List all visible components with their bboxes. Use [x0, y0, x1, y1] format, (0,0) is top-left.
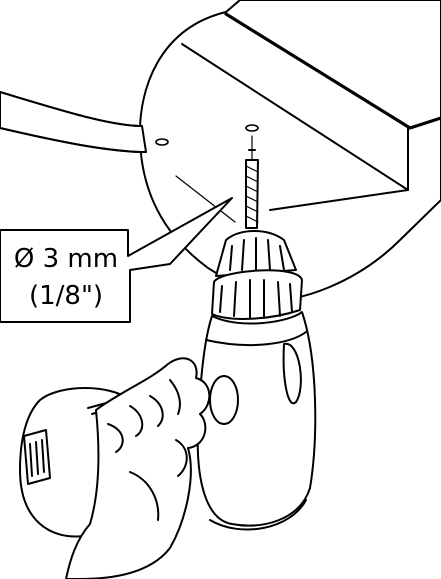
drill-bit-icon — [245, 135, 259, 229]
drill-hole-mark — [245, 124, 259, 132]
hand-icon — [65, 357, 211, 579]
magnifier-leader — [0, 91, 147, 153]
size-callout: Ø 3 mm (1/8") — [0, 197, 233, 323]
power-drill-icon — [196, 230, 317, 531]
callout-fraction: (1/8") — [29, 281, 103, 311]
callout-diameter: Ø 3 mm — [14, 244, 118, 274]
left-hole-mark — [155, 138, 169, 146]
